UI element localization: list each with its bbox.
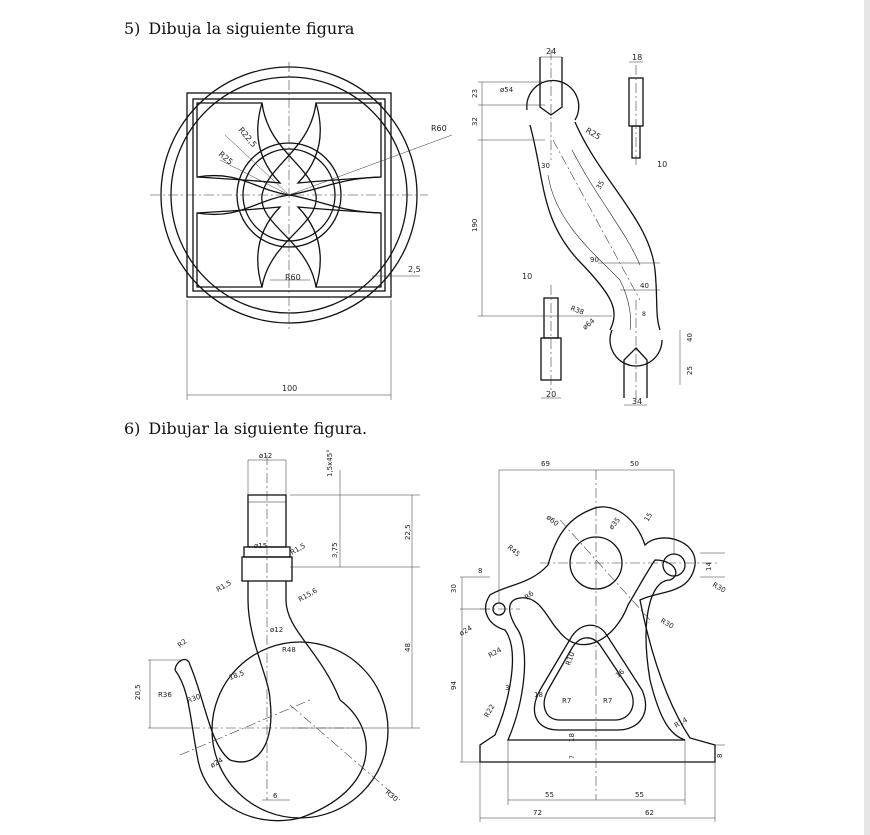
dim-label: ø64 (581, 317, 597, 332)
dim-label: 34 (632, 397, 642, 406)
dim-label: 72 (533, 809, 542, 817)
dim-label: R25 (217, 150, 235, 167)
dim-label: R36 (158, 691, 172, 699)
dim-label: R30 (659, 617, 675, 631)
figure-5b-drawing (478, 50, 681, 406)
dim-label: 2,5 (408, 265, 421, 274)
dim-label: 14 (705, 562, 713, 571)
dim-label: 8 (716, 754, 724, 758)
dim-label: 3,75 (331, 542, 339, 558)
dim-label: ø60 (545, 513, 560, 528)
dim-label: ø12 (259, 452, 272, 460)
dim-label: 24 (546, 47, 556, 56)
dim-label: 40 (640, 282, 649, 290)
exercise-title: Dibujar la siguiente figura. (148, 419, 368, 438)
dim-label: R15,6 (297, 586, 319, 603)
dim-label: ø24 (458, 624, 474, 638)
exercise-number: 5) (124, 19, 141, 38)
figure-6b-drawing (460, 469, 725, 822)
dim-label: 18 (534, 691, 543, 699)
dim-label: 62 (645, 809, 654, 817)
dim-label: R30 (384, 788, 400, 803)
dim-label: R1,5 (289, 542, 307, 557)
dim-label: 22,5 (404, 524, 412, 540)
dim-label: R60 (431, 124, 447, 133)
dim-label: 20 (546, 390, 556, 399)
figure-5b-dimensions: 24 18 ø54 23 32 R25 30 10 35 190 90 40 1… (471, 47, 694, 406)
dim-label: 10 (657, 160, 667, 169)
figure-6a-drawing (148, 455, 420, 822)
dim-label: ø12 (270, 626, 283, 634)
dim-label: R1,5 (215, 579, 233, 594)
dim-label: R45 (506, 543, 522, 558)
dim-label: R2 (176, 637, 188, 649)
dim-label: 8 (642, 311, 646, 318)
dim-label: 35 (595, 179, 606, 191)
dim-label: R10 (564, 651, 576, 667)
dim-label: 20,5 (134, 684, 142, 700)
page-edge-bar (864, 0, 870, 835)
dim-label: 69 (541, 460, 550, 468)
dim-label: R24 (487, 646, 503, 660)
dim-label: ø24 (209, 756, 225, 770)
dim-label: 6 (273, 792, 278, 800)
dim-label: R7 (562, 697, 571, 705)
dim-label: 18 (632, 53, 642, 62)
dim-label: 55 (545, 791, 554, 799)
dim-label: R25 (584, 126, 602, 142)
dim-label: R30 (186, 693, 202, 705)
dim-label: 8 (478, 567, 482, 575)
figure-6a-dimensions: ø12 1,5x45° 22,5 ø15 3,75 R1,5 R1,5 R15,… (134, 449, 412, 803)
dim-label: 40 (686, 333, 694, 342)
dim-label: 10 (522, 272, 532, 281)
dim-label: ø15 (254, 542, 267, 550)
dim-label: R6 (523, 589, 536, 601)
figure-5a-drawing (150, 62, 453, 400)
dim-label: R38 (569, 304, 585, 316)
dim-label: 90 (590, 256, 599, 264)
dim-label: 50 (630, 460, 639, 468)
exercise-number: 6) (124, 419, 141, 438)
exercise-title: Dibuja la siguiente figura (148, 19, 355, 38)
dim-label: 3 (505, 684, 509, 692)
dim-label: 100 (282, 384, 297, 393)
dim-label: 48 (404, 643, 412, 652)
dim-label: R60 (285, 273, 301, 282)
dim-label: 25 (686, 366, 694, 375)
exercise-5-heading: 5) Dibuja la siguiente figura (124, 19, 354, 38)
dim-label: R30 (711, 581, 727, 595)
dim-label: R48 (282, 646, 296, 654)
dim-label: R7 (603, 697, 612, 705)
dim-label: 18,5 (228, 669, 245, 682)
dim-label: R14 (673, 716, 689, 730)
dim-label: 15 (643, 511, 654, 523)
dim-label: 23 (471, 89, 479, 98)
dim-label: R22,5 (236, 126, 258, 150)
dim-label: R22 (483, 703, 497, 719)
dim-label: 94 (450, 681, 458, 690)
dim-label: 190 (471, 219, 479, 232)
dim-label: 7 (569, 755, 576, 759)
exercise-6-heading: 6) Dibujar la siguiente figura. (124, 419, 367, 438)
dim-label: 32 (471, 117, 479, 126)
dim-label: 1,5x45° (326, 449, 334, 477)
dim-label: 18 (568, 733, 576, 742)
dim-label: 30 (541, 162, 550, 170)
dim-label: 55 (635, 791, 644, 799)
dim-label: ø54 (500, 86, 514, 94)
dim-label: 30 (450, 584, 458, 593)
dim-label: ø35 (607, 516, 622, 531)
